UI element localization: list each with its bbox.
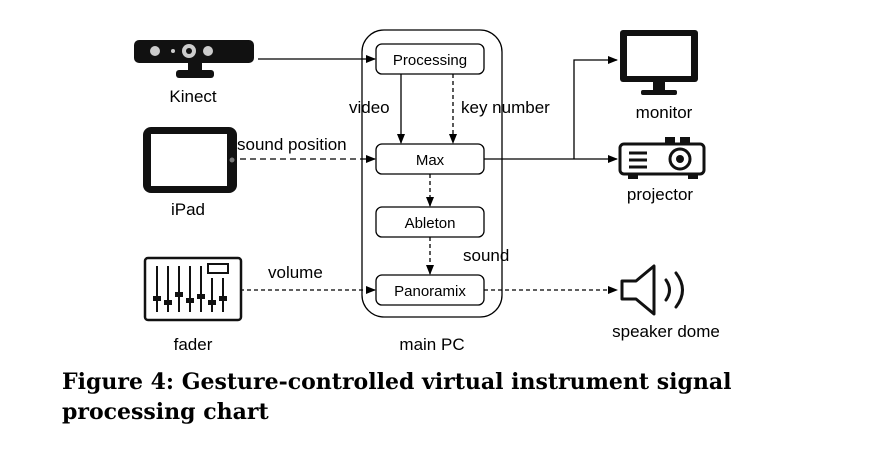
fader-label: fader — [174, 335, 213, 354]
monitor-label: monitor — [636, 103, 693, 122]
kinect-label: Kinect — [169, 87, 217, 106]
fader-icon — [143, 256, 243, 322]
max-label: Max — [416, 152, 445, 169]
ipad-icon — [143, 127, 237, 193]
panoramix-label: Panoramix — [394, 283, 466, 300]
figure-caption: Figure 4: Gesture-controlled virtual ins… — [62, 369, 732, 425]
max-box: Max — [375, 143, 485, 175]
key-number-label: key number — [461, 98, 550, 117]
processing-label: Processing — [393, 52, 467, 69]
ableton-box: Ableton — [375, 206, 485, 238]
projector-label: projector — [627, 185, 693, 204]
ableton-label: Ableton — [405, 215, 456, 232]
sound-label: sound — [463, 246, 509, 265]
monitor-icon — [620, 30, 698, 95]
ipad-label: iPad — [171, 200, 205, 219]
volume-label: volume — [268, 263, 323, 282]
main-pc-container — [361, 29, 503, 318]
sound-position-label: sound position — [237, 135, 347, 154]
panoramix-box: Panoramix — [375, 274, 485, 306]
main-pc-label: main PC — [399, 335, 464, 354]
speaker-icon — [620, 264, 684, 316]
projector-icon — [618, 137, 706, 179]
kinect-icon — [134, 40, 254, 78]
edge-max-monitor — [573, 56, 618, 159]
video-label: video — [349, 98, 390, 117]
speaker-dome-label: speaker dome — [612, 322, 720, 341]
processing-box: Processing — [375, 43, 485, 75]
